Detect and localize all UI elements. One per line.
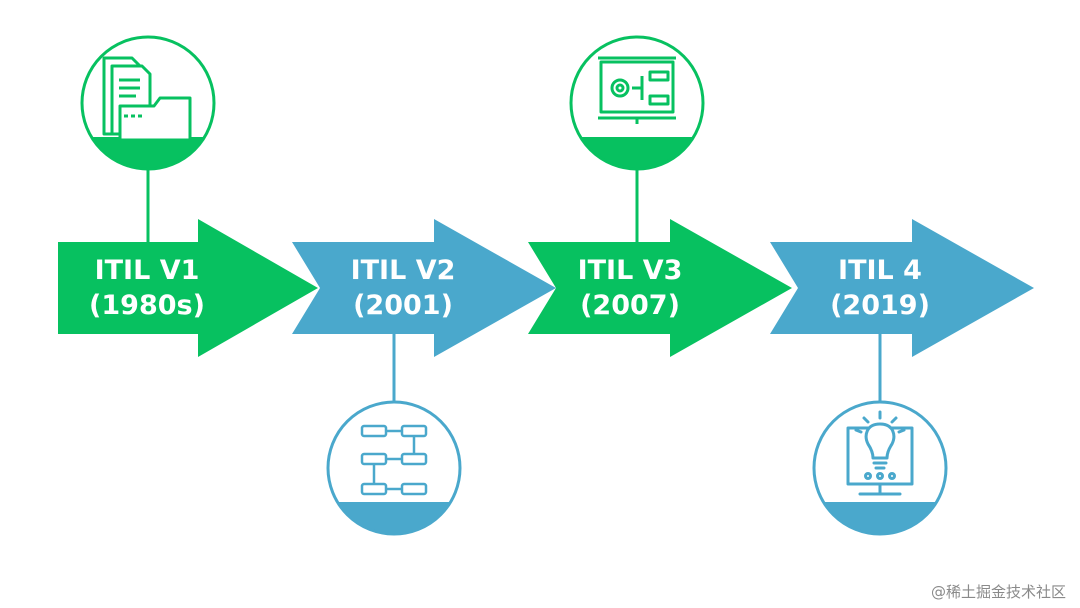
arrow-title: ITIL V1	[95, 255, 200, 286]
arrow-shape	[58, 219, 318, 357]
arrow-year: (2007)	[580, 290, 680, 321]
icon-circle-v1	[80, 35, 216, 171]
process-flowchart-icon	[360, 424, 428, 496]
icon-circle-v3	[569, 35, 705, 171]
arrow-title: ITIL V3	[578, 255, 683, 286]
icon-circle-4	[812, 400, 948, 536]
stage-arrow-4: ITIL 4 (2019)	[770, 219, 1034, 357]
arrow-title: ITIL V2	[351, 255, 456, 286]
documents-folder-icon	[102, 56, 192, 142]
monitor-lightbulb-icon	[846, 410, 914, 496]
watermark-text: @稀土掘金技术社区	[930, 583, 1066, 601]
arrow-shape	[292, 219, 556, 357]
icon-circle-v2	[326, 400, 462, 536]
stage-arrow-v2: ITIL V2 (2001)	[292, 219, 556, 357]
presentation-gear-icon	[598, 56, 676, 124]
arrow-year: (2001)	[353, 290, 453, 321]
arrow-year: (1980s)	[89, 290, 205, 321]
arrow-title: ITIL 4	[838, 255, 922, 286]
arrow-shape	[528, 219, 792, 357]
stage-arrow-v1: ITIL V1 (1980s)	[58, 219, 318, 357]
stage-arrow-v3: ITIL V3 (2007)	[528, 219, 792, 357]
arrow-year: (2019)	[830, 290, 930, 321]
arrow-shape	[770, 219, 1034, 357]
